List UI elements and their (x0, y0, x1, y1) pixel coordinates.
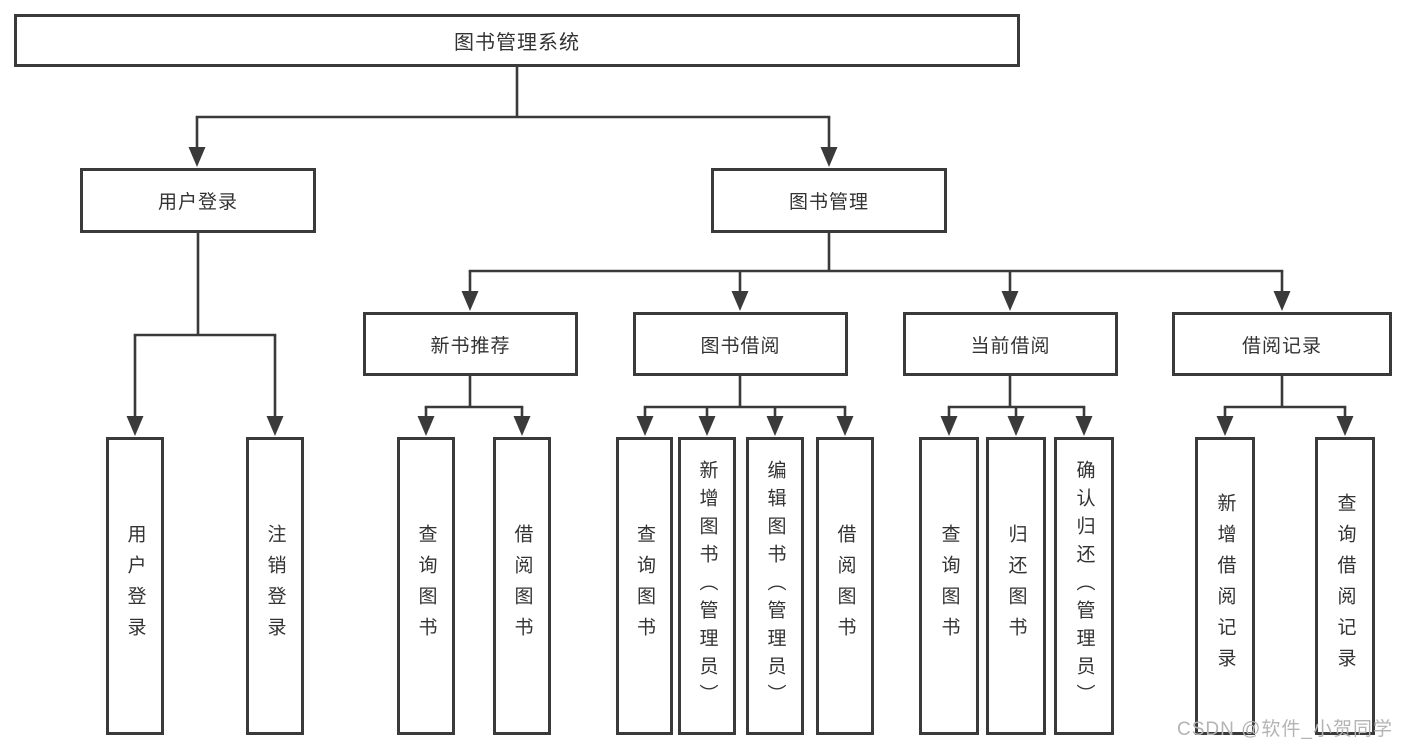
node-book-borrow: 图书借阅 (633, 312, 848, 376)
leaf-add-books-admin: 新增图书（管理员） (678, 437, 736, 735)
node-label: 图书管理系统 (454, 32, 580, 54)
leaf-borrow-books-recommend: 借阅图书 (493, 437, 551, 735)
leaf-logout: 注销登录 (246, 437, 304, 735)
node-label: 归还图书 (1005, 524, 1027, 648)
node-label: 查询借阅记录 (1334, 493, 1356, 679)
node-library-system: 图书管理系统 (14, 14, 1020, 67)
node-label: 查询图书 (415, 524, 437, 648)
leaf-add-borrow-record: 新增借阅记录 (1195, 437, 1255, 735)
node-label: 新书推荐 (430, 335, 511, 357)
node-book-management: 图书管理 (711, 168, 947, 233)
leaf-query-books-borrow: 查询图书 (616, 437, 673, 735)
node-label: 当前借阅 (970, 335, 1051, 357)
csdn-watermark: CSDN @软件_小贺同学 (1177, 719, 1393, 740)
leaf-confirm-return-admin: 确认归还（管理员） (1054, 437, 1114, 735)
node-label: 确认归还（管理员） (1073, 460, 1095, 712)
node-label: 编辑图书（管理员） (764, 460, 786, 712)
node-label: 用户登录 (157, 192, 238, 213)
node-new-book-recommend: 新书推荐 (363, 312, 578, 376)
node-label: 新增借阅记录 (1214, 493, 1236, 679)
node-label: 借阅图书 (511, 524, 533, 648)
node-label: 图书管理 (788, 192, 869, 213)
leaf-query-books-current: 查询图书 (919, 437, 979, 735)
node-label: 查询图书 (634, 524, 655, 648)
node-label: 注销登录 (264, 524, 286, 648)
node-borrow-records: 借阅记录 (1172, 312, 1392, 376)
leaf-edit-books-admin: 编辑图书（管理员） (746, 437, 804, 735)
node-user-login: 用户登录 (80, 168, 316, 233)
leaf-return-books: 归还图书 (986, 437, 1046, 735)
leaf-query-books-recommend: 查询图书 (397, 437, 455, 735)
leaf-borrow-books: 借阅图书 (816, 437, 874, 735)
leaf-user-login: 用户登录 (106, 437, 164, 735)
node-current-borrow: 当前借阅 (903, 312, 1118, 376)
node-label: 借阅图书 (834, 524, 856, 648)
node-label: 图书借阅 (700, 335, 781, 357)
node-label: 借阅记录 (1241, 335, 1322, 357)
node-label: 新增图书（管理员） (696, 460, 718, 712)
node-label: 查询图书 (938, 524, 960, 648)
leaf-query-borrow-record: 查询借阅记录 (1315, 437, 1375, 735)
node-label: 用户登录 (124, 524, 146, 648)
